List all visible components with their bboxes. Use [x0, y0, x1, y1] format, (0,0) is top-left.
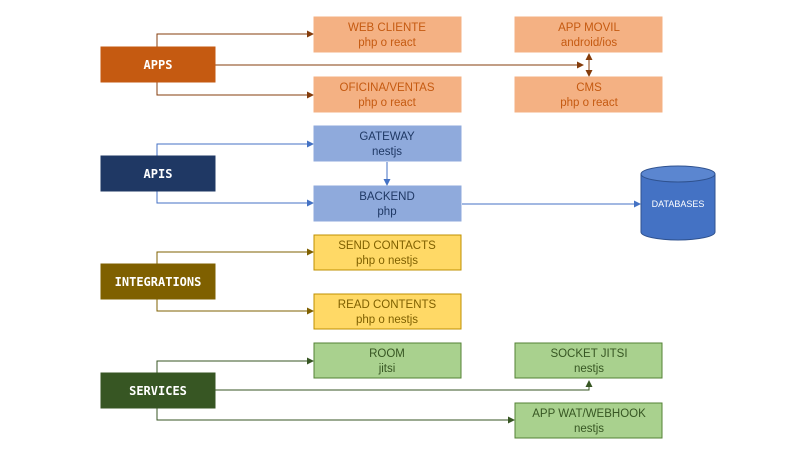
databases-cylinder[interactable]: DATABASES	[640, 165, 716, 241]
box-app-movil-tech: android/ios	[561, 37, 618, 49]
connector-apis-backend	[156, 191, 314, 207]
box-socket-jitsi-tech: nestjs	[574, 363, 604, 375]
box-read-contents-tech: php o nestjs	[356, 314, 418, 326]
box-web-cliente-title: WEB CLIENTE	[348, 22, 426, 34]
connector-apis-gateway	[156, 140, 314, 156]
connector-services-socket-jitsi	[215, 380, 593, 391]
box-backend[interactable]: BACKEND php	[313, 185, 462, 222]
box-backend-title: BACKEND	[359, 191, 415, 203]
connector-services-room	[156, 357, 314, 373]
box-socket-jitsi-title: SOCKET JITSI	[550, 348, 627, 360]
box-web-cliente[interactable]: WEB CLIENTE php o react	[313, 16, 462, 53]
connector-apps-web-cliente	[156, 30, 314, 47]
category-services[interactable]: SERVICES	[100, 372, 216, 409]
box-gateway-tech: nestjs	[372, 146, 402, 158]
box-web-cliente-tech: php o react	[358, 37, 416, 49]
category-apis[interactable]: APIS	[100, 155, 216, 192]
box-app-wat-webhook-tech: nestjs	[574, 423, 604, 435]
box-socket-jitsi[interactable]: SOCKET JITSI nestjs	[514, 342, 663, 379]
box-cms-title: CMS	[576, 82, 602, 94]
box-read-contents-title: READ CONTENTS	[338, 299, 437, 311]
box-read-contents[interactable]: READ CONTENTS php o nestjs	[313, 293, 462, 330]
category-integrations[interactable]: INTEGRATIONS	[100, 263, 216, 300]
box-room-tech: jitsi	[378, 363, 396, 375]
box-gateway-title: GATEWAY	[359, 131, 415, 143]
category-apps[interactable]: APPS	[100, 46, 216, 83]
box-send-contacts-tech: php o nestjs	[356, 255, 418, 267]
box-oficina-ventas[interactable]: OFICINA/VENTAS php o react	[313, 76, 462, 113]
category-services-label: SERVICES	[129, 384, 187, 398]
box-send-contacts-title: SEND CONTACTS	[338, 240, 436, 252]
box-app-movil-title: APP MOVIL	[558, 22, 620, 34]
box-oficina-ventas-tech: php o react	[358, 97, 416, 109]
box-room-title: ROOM	[369, 348, 405, 360]
box-app-movil[interactable]: APP MOVIL android/ios	[514, 16, 663, 53]
box-app-wat-webhook-title: APP WAT/WEBHOOK	[532, 408, 646, 420]
connectors	[156, 30, 641, 424]
connector-services-app-wat	[156, 408, 515, 424]
box-oficina-ventas-title: OFICINA/VENTAS	[340, 82, 435, 94]
databases-label: DATABASES	[652, 199, 705, 209]
box-cms-tech: php o react	[560, 97, 618, 109]
connector-apps-oficina	[156, 82, 314, 99]
box-backend-tech: php	[377, 206, 396, 218]
connector-integrations-send-contacts	[156, 248, 314, 264]
box-room[interactable]: ROOM jitsi	[313, 342, 462, 379]
category-integrations-label: INTEGRATIONS	[115, 275, 202, 289]
box-app-wat-webhook[interactable]: APP WAT/WEBHOOK nestjs	[514, 402, 663, 439]
category-apis-label: APIS	[144, 167, 173, 181]
category-apps-label: APPS	[144, 58, 173, 72]
connector-integrations-read-contents	[156, 299, 314, 315]
box-cms[interactable]: CMS php o react	[514, 76, 663, 113]
box-send-contacts[interactable]: SEND CONTACTS php o nestjs	[313, 234, 462, 271]
box-gateway[interactable]: GATEWAY nestjs	[313, 125, 462, 162]
